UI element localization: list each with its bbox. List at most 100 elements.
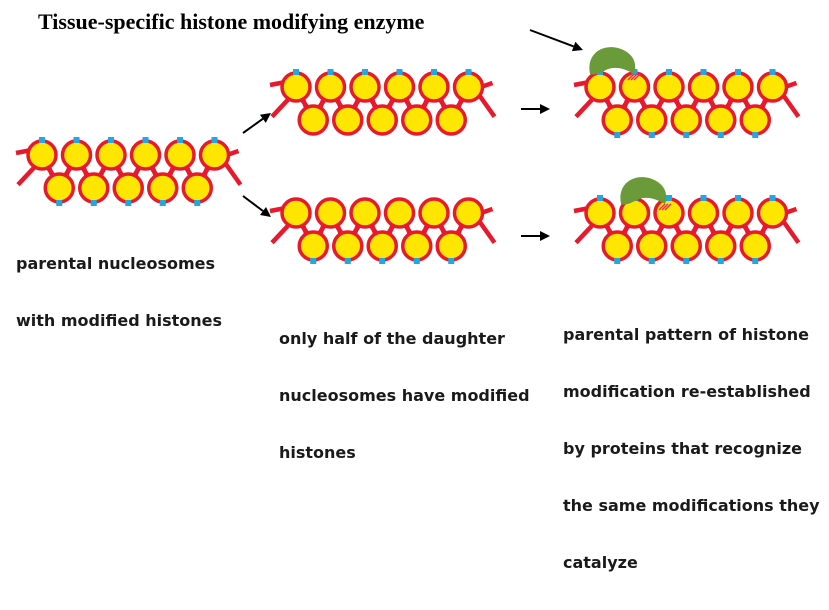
nucleosome xyxy=(636,230,668,262)
histone-mark xyxy=(648,132,655,138)
daughter-array-modified-bottom xyxy=(269,197,497,264)
arrow-shaft xyxy=(529,29,574,48)
histone-mark xyxy=(769,69,776,75)
histone-mark xyxy=(666,195,672,201)
arrow-head xyxy=(540,231,550,241)
restored-array-top xyxy=(573,69,801,138)
histone-mark xyxy=(683,132,690,138)
histone-mark xyxy=(700,69,707,75)
reestablished-label-line: catalyze xyxy=(563,553,638,572)
nucleosome xyxy=(756,71,789,103)
arrow-head xyxy=(259,113,271,123)
catalytic-mark xyxy=(627,73,635,81)
nucleosome xyxy=(452,71,485,103)
nucleosome xyxy=(705,104,737,136)
nucleosome xyxy=(653,197,685,229)
arrow-head xyxy=(540,104,550,114)
histone-mark xyxy=(752,132,759,138)
catalytic-mark xyxy=(630,73,638,81)
histone-mark xyxy=(344,258,351,264)
nucleosome xyxy=(401,104,433,136)
reestablished-label-line: parental pattern of histone xyxy=(563,325,809,344)
nucleosome-diagram xyxy=(15,29,801,264)
histone-mark xyxy=(159,200,166,206)
enzyme-blob-icon xyxy=(589,47,641,81)
nucleosome xyxy=(332,104,364,136)
nucleosome xyxy=(452,197,485,229)
nucleosome xyxy=(584,71,616,103)
nucleosome xyxy=(670,104,702,136)
histone-mark xyxy=(597,195,603,201)
nucleosome xyxy=(280,71,312,103)
catalytic-mark xyxy=(664,203,672,211)
histone-mark xyxy=(142,137,149,143)
histone-mark xyxy=(293,69,299,75)
histone-mark xyxy=(56,200,63,206)
nucleosome xyxy=(653,71,685,103)
nucleosome xyxy=(349,197,381,229)
half-modified-label-line: histones xyxy=(279,443,356,462)
nucleosome xyxy=(739,104,771,136)
enzyme-body xyxy=(620,177,667,205)
daughter-array-modified-top xyxy=(269,69,497,136)
reestablished-label-line: modification re-established xyxy=(563,382,811,401)
nucleosome xyxy=(722,71,754,103)
histone-mark xyxy=(194,200,201,206)
histone-mark xyxy=(700,195,707,201)
nucleosome xyxy=(164,139,196,171)
parental-label-line: with modified histones xyxy=(16,311,223,330)
nucleosome xyxy=(95,139,127,171)
nucleosome xyxy=(687,71,720,103)
histone-mark xyxy=(448,258,455,264)
nucleosome xyxy=(332,230,364,262)
nucleosome xyxy=(349,71,381,103)
reestablished-label: parental pattern of histone modification… xyxy=(563,287,820,610)
nucleosome xyxy=(43,172,75,204)
nucleosome xyxy=(181,172,213,204)
diagram-canvas: Tissue-specific histone modifying enzyme… xyxy=(15,9,820,572)
nucleosome xyxy=(435,230,467,262)
nucleosome xyxy=(280,197,312,229)
histone-mark xyxy=(614,132,621,138)
histone-mark xyxy=(735,195,741,201)
nucleosome xyxy=(418,71,450,103)
arrow-shaft xyxy=(242,117,264,134)
nucleosome xyxy=(401,230,433,262)
histone-mark xyxy=(614,258,621,264)
histone-mark xyxy=(413,258,420,264)
histone-mark xyxy=(735,69,741,75)
arrow-head xyxy=(260,207,271,217)
nucleosome xyxy=(687,197,720,229)
histone-mark xyxy=(108,137,114,143)
histone-mark xyxy=(717,258,724,264)
nucleosome xyxy=(636,104,668,136)
histone-mark xyxy=(211,137,218,143)
catalytic-mark xyxy=(633,73,641,81)
nucleosome xyxy=(670,230,702,262)
nucleosome xyxy=(601,230,633,262)
half-modified-label-line: only half of the daughter xyxy=(279,329,505,348)
arrow-to-lower-daughter xyxy=(242,195,271,217)
reestablished-label-line: the same modifications they xyxy=(563,496,820,515)
histone-mark xyxy=(177,137,183,143)
histone-mark xyxy=(648,258,655,264)
nucleosome xyxy=(129,139,162,171)
arrow-to-restored-top xyxy=(521,104,550,114)
title-pointer-arrow xyxy=(529,29,583,52)
histone-mark xyxy=(379,258,386,264)
nucleosome xyxy=(756,197,789,229)
histone-mark xyxy=(683,258,690,264)
nucleosome xyxy=(739,230,771,262)
histone-mark xyxy=(396,69,403,75)
half-modified-label: only half of the daughter nucleosomes ha… xyxy=(279,291,530,500)
histone-mark xyxy=(666,69,672,75)
histone-mark xyxy=(752,258,759,264)
histone-mark xyxy=(73,137,80,143)
histone-mark xyxy=(717,132,724,138)
nucleosome xyxy=(314,71,347,103)
enzyme-body xyxy=(589,47,636,75)
nucleosome xyxy=(584,197,616,229)
histone-mark xyxy=(327,69,334,75)
nucleosome xyxy=(383,71,416,103)
nucleosome xyxy=(366,230,398,262)
